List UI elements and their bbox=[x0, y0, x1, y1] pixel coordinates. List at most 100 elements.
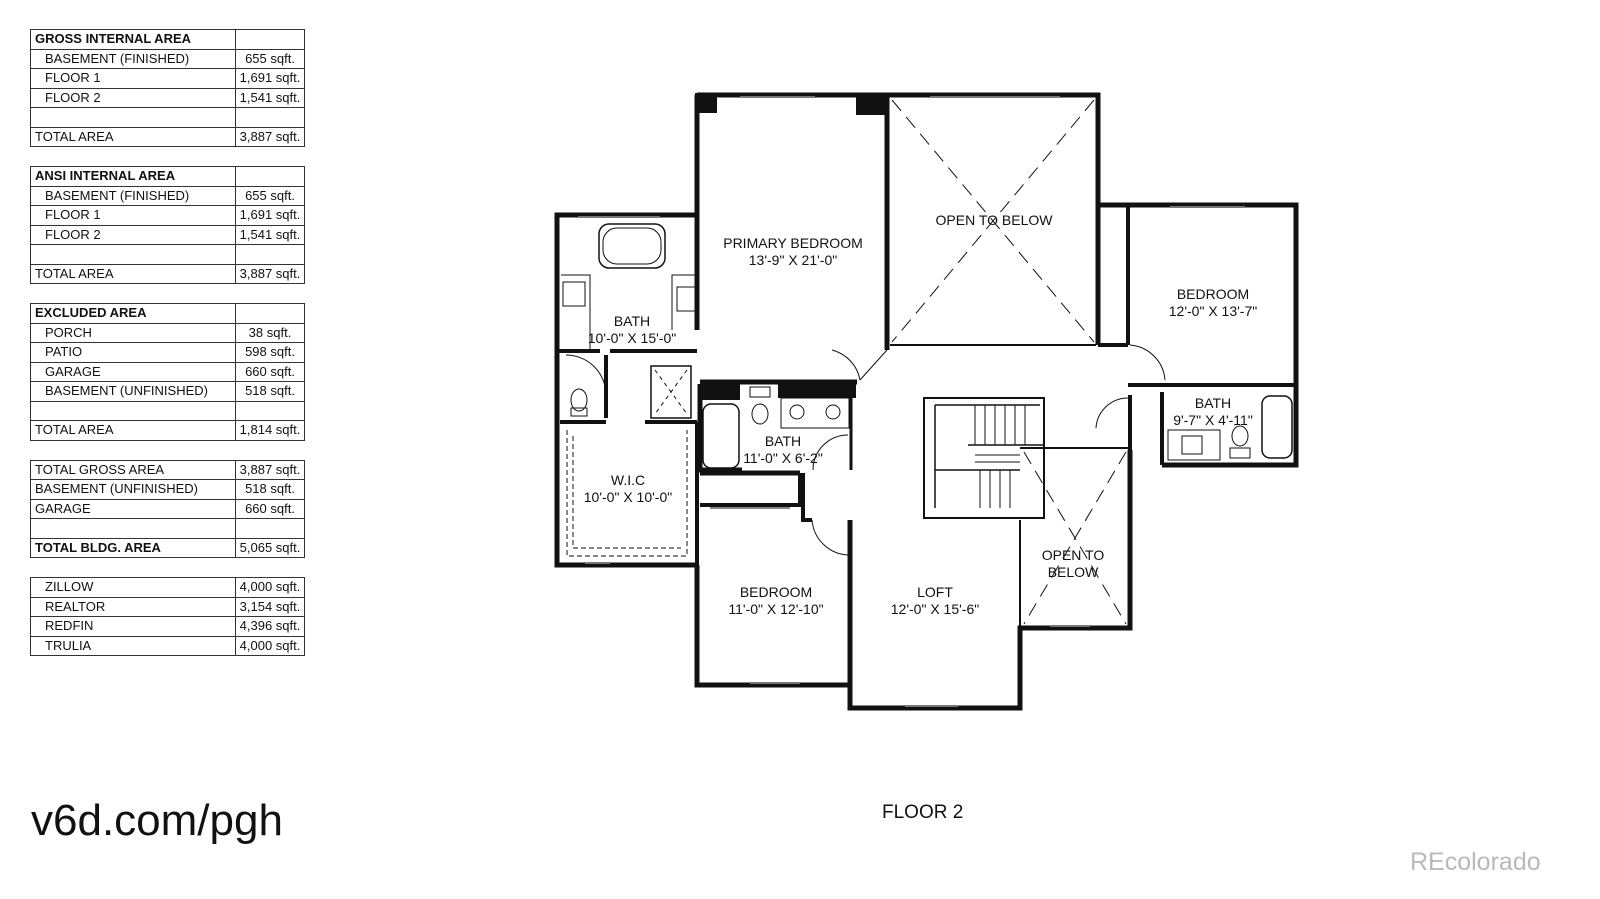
sink bbox=[562, 281, 586, 307]
open-to-below-2-line2: BELOW bbox=[1048, 564, 1099, 580]
toilet-tank bbox=[570, 407, 588, 417]
toilet-tank bbox=[1229, 447, 1251, 459]
wall bbox=[1098, 205, 1296, 387]
wic-dims: 10'-0" X 10'-0" bbox=[584, 489, 672, 505]
open-to-below-cross bbox=[1023, 451, 1127, 625]
wall bbox=[887, 92, 1101, 345]
wall bbox=[1098, 202, 1299, 468]
wall bbox=[560, 355, 697, 424]
toilet bbox=[751, 403, 769, 425]
bathtub bbox=[602, 227, 662, 265]
bath-primary-name: BATH bbox=[614, 313, 650, 329]
shower-drain bbox=[654, 369, 688, 415]
wall-pillar bbox=[695, 93, 717, 113]
open-to-below-cross bbox=[891, 99, 1095, 343]
table-row: BASEMENT (FINISHED)655 sqft. bbox=[30, 48, 305, 69]
sink bbox=[676, 286, 696, 312]
door-swing bbox=[565, 354, 607, 396]
area-value: 518 sqft. bbox=[235, 479, 305, 500]
window bbox=[578, 96, 1245, 707]
bedroom-east-name: BEDROOM bbox=[1177, 286, 1249, 302]
brand-watermark: REcolorado bbox=[1410, 848, 1541, 876]
loft-name: LOFT bbox=[917, 584, 953, 600]
area-label: TOTAL AREA bbox=[30, 263, 236, 284]
area-value: 1,541 sqft. bbox=[235, 87, 305, 108]
wall bbox=[1128, 392, 1164, 465]
toilet bbox=[1231, 425, 1249, 447]
counter bbox=[561, 274, 697, 350]
open-to-below-label: OPEN TO BELOW bbox=[936, 212, 1054, 228]
stair-treads bbox=[974, 405, 1026, 508]
area-label: ANSI INTERNAL AREA bbox=[30, 166, 236, 187]
railing bbox=[1019, 447, 1128, 628]
door-swing bbox=[831, 349, 861, 381]
wic-name: W.I.C bbox=[611, 472, 645, 488]
door-swing bbox=[1095, 397, 1129, 429]
area-value: 1,691 sqft. bbox=[235, 205, 305, 226]
area-value: 4,396 sqft. bbox=[235, 616, 305, 637]
sink bbox=[789, 404, 805, 420]
area-label: TOTAL AREA bbox=[30, 126, 236, 147]
toilet-tank bbox=[749, 386, 771, 398]
bath-primary-dims: 10'-0" X 15'-0" bbox=[588, 330, 676, 346]
bathtub bbox=[1261, 395, 1293, 459]
door-swing bbox=[812, 434, 849, 471]
wall bbox=[554, 212, 697, 568]
primary-bedroom-dims: 13'-9" X 21'-0" bbox=[749, 252, 837, 268]
wall-block bbox=[778, 382, 856, 398]
bathtub bbox=[702, 403, 740, 469]
wall bbox=[700, 473, 812, 522]
door-swing bbox=[859, 349, 888, 381]
floor-label: FLOOR 2 bbox=[882, 802, 964, 823]
area-label: TOTAL AREA bbox=[30, 420, 236, 441]
area-value: 3,887 sqft. bbox=[235, 263, 305, 284]
table-row: GROSS INTERNAL AREA bbox=[30, 29, 305, 50]
table-row: BASEMENT (UNFINISHED)518 sqft. bbox=[30, 479, 305, 500]
bath-east-dims: 9'-7" X 4'-11" bbox=[1173, 412, 1253, 428]
area-value: 5,065 sqft. bbox=[235, 537, 305, 558]
table-row: ANSI INTERNAL AREA bbox=[30, 166, 305, 187]
website-url: v6d.com/pgh bbox=[31, 796, 283, 845]
area-value: 598 sqft. bbox=[235, 342, 305, 363]
open-to-below-2-line1: OPEN TO bbox=[1042, 547, 1105, 563]
area-label: BASEMENT (UNFINISHED) bbox=[30, 479, 236, 500]
wall bbox=[847, 450, 1133, 711]
wall bbox=[694, 520, 853, 688]
bathtub bbox=[598, 223, 666, 269]
sink bbox=[1181, 435, 1203, 455]
area-value: 3,887 sqft. bbox=[235, 126, 305, 147]
shower bbox=[650, 365, 692, 419]
area-value: 3,887 sqft. bbox=[235, 459, 305, 480]
bath-hall-dims: 11'-0" X 6'-2" bbox=[743, 450, 823, 466]
table-row bbox=[30, 518, 305, 539]
bedroom-south-dims: 11'-0" X 12'-10" bbox=[728, 601, 823, 617]
stairs bbox=[934, 404, 1045, 508]
area-value: 1,691 sqft. bbox=[235, 68, 305, 89]
wall bbox=[694, 92, 890, 350]
area-value: 4,000 sqft. bbox=[235, 635, 305, 656]
primary-bedroom-name: PRIMARY BEDROOM bbox=[723, 235, 863, 251]
door-swing bbox=[811, 519, 851, 556]
bedroom-east-dims: 12'-0" X 13'-7" bbox=[1169, 303, 1257, 319]
area-value: 1,814 sqft. bbox=[235, 420, 305, 441]
wall-pillar bbox=[856, 93, 886, 115]
vanity bbox=[780, 397, 850, 429]
door-swing bbox=[1129, 344, 1166, 381]
